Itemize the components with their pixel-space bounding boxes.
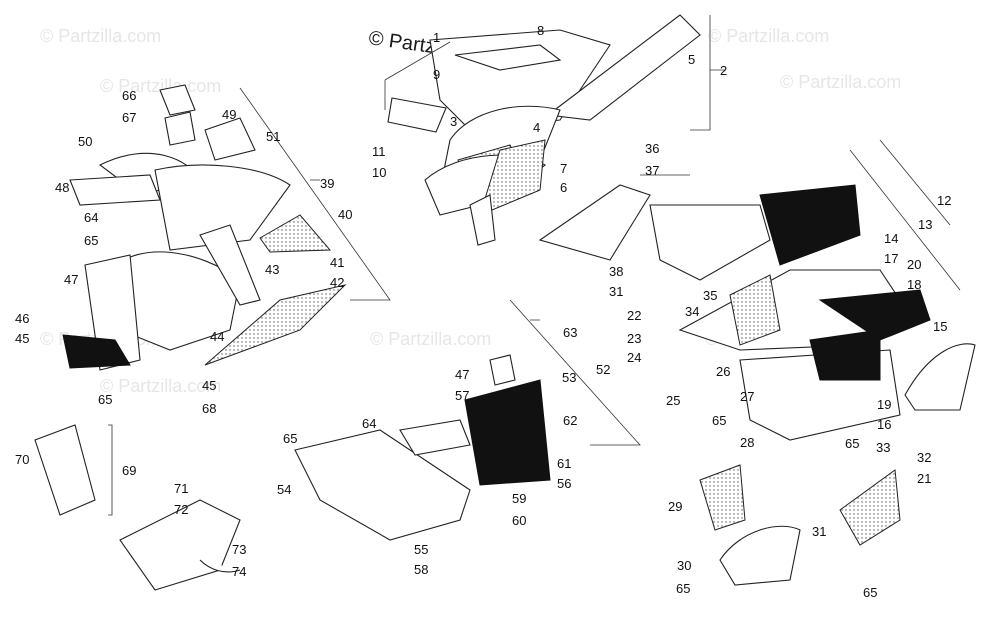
callout-66: 66: [122, 88, 136, 103]
callout-63: 63: [563, 325, 577, 340]
callout-20: 20: [907, 257, 921, 272]
callout-65c: 65: [283, 431, 297, 446]
callout-65g: 65: [863, 585, 877, 600]
callout-39: 39: [320, 176, 334, 191]
callout-2: 2: [720, 63, 727, 78]
callout-34: 34: [794, 208, 808, 223]
callout-32: 32: [917, 450, 931, 465]
callout-51: 51: [266, 129, 280, 144]
callout-50: 50: [78, 134, 92, 149]
callout-6: 6: [560, 180, 567, 195]
callout-61: 61: [557, 456, 571, 471]
callout-29: 29: [668, 499, 682, 514]
callout-52: 52: [596, 362, 610, 377]
callout-65: 65: [84, 233, 98, 248]
callout-9: 9: [433, 67, 440, 82]
hood-assembly: [384, 14, 725, 246]
callout-1: 1: [433, 30, 440, 45]
callout-47b: 47: [455, 367, 469, 382]
callout-55: 55: [414, 542, 428, 557]
callout-14: 14: [884, 231, 898, 246]
callout-73: 73: [232, 542, 246, 557]
watermark-text: © Partzilla.com: [708, 26, 829, 46]
callout-12: 12: [937, 193, 951, 208]
callout-8: 8: [537, 23, 544, 38]
callout-13: 13: [918, 217, 932, 232]
callout-67: 67: [122, 110, 136, 125]
callout-64b: 64: [362, 416, 376, 431]
callout-54: 54: [277, 482, 291, 497]
callout-37: 37: [645, 163, 659, 178]
callout-34b: 34: [685, 304, 699, 319]
callout-65d: 65: [712, 413, 726, 428]
callout-45: 45: [15, 331, 29, 346]
callout-60: 60: [512, 513, 526, 528]
callout-10: 10: [372, 165, 386, 180]
callout-68: 68: [202, 401, 216, 416]
callout-17: 17: [884, 251, 898, 266]
callout-4: 4: [533, 120, 540, 135]
callout-72: 72: [174, 502, 188, 517]
callout-18: 18: [907, 277, 921, 292]
watermark-text: © Partzilla.com: [370, 329, 491, 349]
callout-59: 59: [512, 491, 526, 506]
lower-right-parts: [699, 464, 901, 586]
callout-7: 7: [560, 161, 567, 176]
callout-5: 5: [688, 52, 695, 67]
callout-23: 23: [627, 331, 641, 346]
callout-57: 57: [455, 388, 469, 403]
callout-labels: 1 2 3 4 5 6 7 8 9 10 11 12 13 14 15 16 1…: [15, 23, 951, 600]
callout-36: 36: [645, 141, 659, 156]
callout-30: 30: [677, 558, 691, 573]
callout-11: 11: [372, 144, 386, 159]
callout-69: 69: [122, 463, 136, 478]
callout-48: 48: [55, 180, 69, 195]
callout-33: 33: [876, 440, 890, 455]
callout-65f: 65: [676, 581, 690, 596]
callout-31b: 31: [609, 284, 623, 299]
watermark-text: © Partzilla.com: [780, 72, 901, 92]
callout-22: 22: [627, 308, 641, 323]
callout-35: 35: [703, 288, 717, 303]
callout-3: 3: [450, 114, 457, 129]
callout-28: 28: [740, 435, 754, 450]
callout-49: 49: [222, 107, 236, 122]
callout-46: 46: [15, 311, 29, 326]
callout-21: 21: [917, 471, 931, 486]
callout-47: 47: [64, 272, 78, 287]
callout-38: 38: [609, 264, 623, 279]
callout-44: 44: [210, 329, 224, 344]
callout-16: 16: [877, 417, 891, 432]
callout-31: 31: [812, 524, 826, 539]
callout-24: 24: [627, 350, 641, 365]
callout-19: 19: [877, 397, 891, 412]
callout-65e: 65: [845, 436, 859, 451]
left-upper-assembly: [62, 84, 391, 371]
callout-53: 53: [562, 370, 576, 385]
watermark-text: © Partzilla.com: [100, 76, 221, 96]
callout-43: 43: [265, 262, 279, 277]
callout-56: 56: [557, 476, 571, 491]
callout-25: 25: [666, 393, 680, 408]
callout-70: 70: [15, 452, 29, 467]
right-side-panel-assembly: [538, 139, 976, 441]
watermark-text: © Partzilla.com: [40, 26, 161, 46]
callout-71: 71: [174, 481, 188, 496]
callout-27: 27: [740, 389, 754, 404]
callout-74: 74: [232, 564, 246, 579]
callout-64: 64: [84, 210, 98, 225]
callout-58: 58: [414, 562, 428, 577]
watermark-text: © Partzilla.com: [100, 376, 221, 396]
callout-62: 62: [563, 413, 577, 428]
lower-left-parts: [34, 424, 241, 591]
callout-45b: 45: [202, 378, 216, 393]
callout-42: 42: [330, 275, 344, 290]
callout-15: 15: [933, 319, 947, 334]
callout-40: 40: [338, 207, 352, 222]
callout-65b: 65: [98, 392, 112, 407]
belly-pan-assembly: [294, 299, 641, 541]
callout-41: 41: [330, 255, 344, 270]
callout-26: 26: [716, 364, 730, 379]
